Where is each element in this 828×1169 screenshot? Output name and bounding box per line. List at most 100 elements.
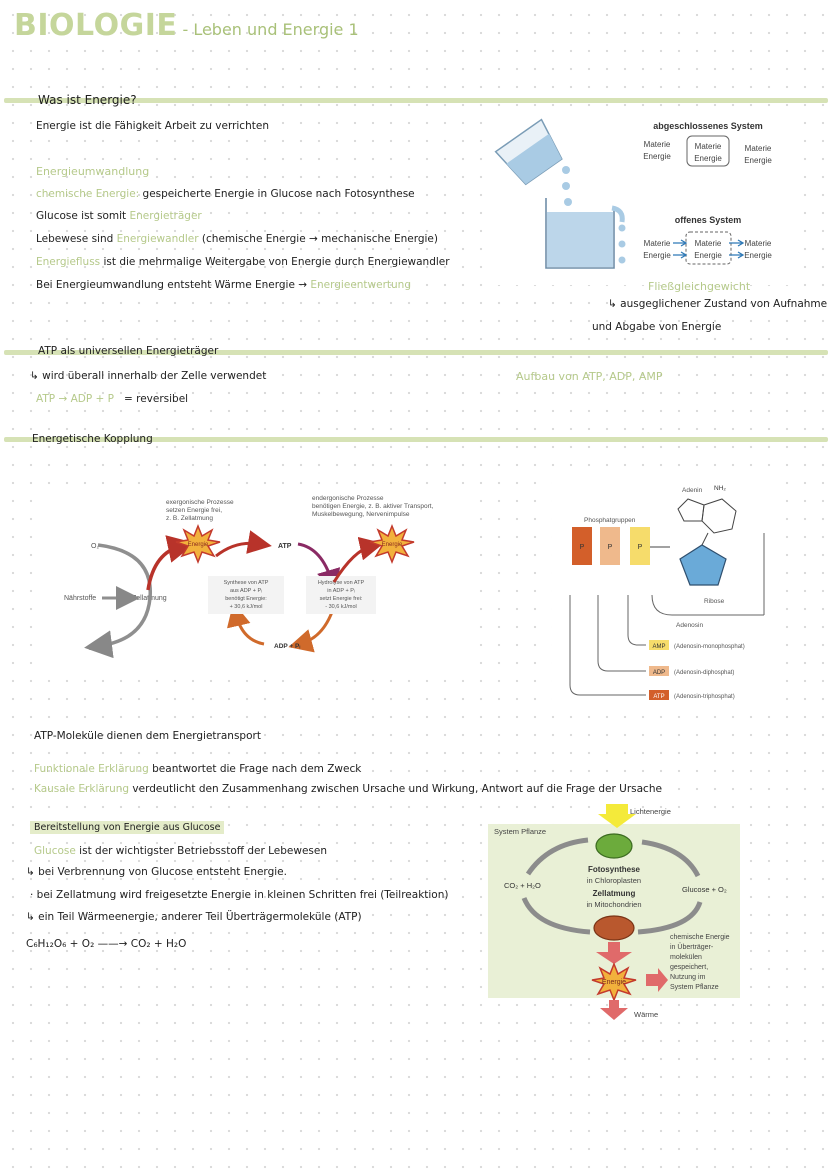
- hydrolyse-text: setzt Energie frei:: [320, 596, 363, 602]
- chem-energie-text: in Überträger-: [670, 943, 714, 951]
- exergon-text: setzen Energie frei,: [166, 507, 222, 514]
- waerme-label: Wärme: [634, 1010, 658, 1019]
- synthese-text: + 30,6 kJ/mol: [230, 604, 263, 610]
- label-energie: Energie: [643, 152, 671, 161]
- exergon-text: z. B. Zellatmung: [166, 515, 213, 522]
- note-line: Kausale Erklärung verdeutlicht den Zusam…: [34, 783, 662, 795]
- label-materie: Materie: [644, 239, 671, 248]
- chloroplasten-label: in Chloroplasten: [587, 876, 641, 885]
- glucose-line-2: ↳ bei Verbrennung von Glucose entsteht E…: [26, 866, 287, 878]
- section-heading-atp: ATP als universellen Energieträger: [38, 345, 219, 357]
- atp-tag: ATP: [653, 694, 664, 700]
- note-line: Glucose ist somit Energieträger: [36, 210, 202, 222]
- energy-burst-icon: [369, 523, 415, 565]
- atp-formula-line: ATP → ADP + P = reversibel: [36, 393, 188, 405]
- note-line: chemische Energie: gespeicherte Energie …: [36, 188, 415, 200]
- energie-label: Energie: [602, 979, 626, 986]
- note-text: Bei Energieumwandlung entsteht Wärme Ene…: [36, 279, 311, 291]
- note-line: Energiefluss ist die mehrmalige Weiterga…: [36, 256, 450, 268]
- phosphat-label: Phosphatgruppen: [584, 517, 636, 524]
- synthese-text: benötigt Energie:: [225, 596, 267, 602]
- energie-label: Energie: [188, 542, 209, 548]
- highlight-term: chemische Energie:: [36, 188, 140, 200]
- mitochondrien-label: in Mitochondrien: [586, 900, 641, 909]
- atp-formula: ATP → ADP + P: [36, 393, 114, 405]
- atp-structure-figure: Adenin NH₂ Phosphatgruppen P P P Ribose …: [552, 475, 782, 705]
- adp-tag: ADP: [653, 670, 665, 676]
- naehrstoffe-label: Nährstoffe: [64, 595, 96, 602]
- chem-energie-text: gespeichert,: [670, 964, 708, 971]
- highlight-term: Funktionale Erklärung: [34, 763, 149, 775]
- section-heading-energie: Was ist Energie?: [38, 93, 137, 107]
- highlight-term: Glucose: [34, 845, 76, 857]
- energy-burst-icon: [175, 523, 221, 565]
- fliess-line-1: ↳ ausgeglichener Zustand von Aufnahme: [608, 298, 828, 310]
- open-system-title: offenes System: [675, 215, 742, 225]
- lichtenergie-label: Lichtenergie: [630, 807, 671, 816]
- page-subtitle: - Leben und Energie 1: [182, 20, 359, 39]
- synthese-text: aus ADP + Pᵢ: [230, 588, 262, 594]
- note-text: gespeicherte Energie in Glucose nach Fot…: [139, 188, 415, 200]
- ribose-label: Ribose: [704, 598, 725, 605]
- atp-desc: (Adenosin-triphosphat): [674, 694, 735, 700]
- note-text: beantwortet die Frage nach dem Zweck: [148, 763, 362, 775]
- glucose-label: Glucose + O₂: [682, 885, 727, 894]
- note-text: ist der wichtigster Betriebsstoff der Le…: [75, 845, 327, 857]
- highlight-term: Energieträger: [129, 210, 202, 222]
- section-divider: [4, 350, 828, 355]
- exergon-text: exergonische Prozesse: [166, 499, 234, 506]
- label-materie: Materie: [695, 239, 722, 248]
- hydrolyse-text: in ADP + Pᵢ: [327, 588, 355, 594]
- note-text: Glucose ist somit: [36, 210, 130, 222]
- note-text: ist die mehrmalige Weitergabe von Energi…: [100, 256, 450, 268]
- light-arrow-icon: [598, 804, 636, 828]
- system-pflanze-label: System Pflanze: [494, 827, 546, 836]
- hydrolyse-text: - 30,6 kJ/mol: [325, 604, 356, 610]
- highlight-term: Energieentwertung: [310, 279, 412, 291]
- glucose-line-4: ↳ ein Teil Wärmeenergie, anderer Teil Üb…: [26, 911, 362, 923]
- note-text: Lebewese sind: [36, 233, 117, 245]
- label-materie: Materie: [695, 142, 722, 151]
- adp-desc: (Adenosin-diphosphat): [674, 670, 734, 676]
- adenin-label: Adenin: [682, 487, 703, 494]
- chloroplast-icon: [595, 833, 633, 859]
- chem-energie-text: chemische Energie: [670, 934, 730, 941]
- co2-h2o-label: CO₂ + H₂O: [504, 881, 541, 890]
- svg-text:P: P: [580, 544, 585, 551]
- hydrolyse-text: Hydrolyse von ATP: [318, 580, 365, 586]
- note-text: (chemische Energie → mechanische Energie…: [198, 233, 438, 245]
- svg-text:P: P: [608, 544, 613, 551]
- glucose-line-3: · bei Zellatmung wird freigesetzte Energ…: [30, 889, 449, 901]
- label-energie: Energie: [694, 251, 722, 260]
- note-line: Funktionale Erklärung beantwortet die Fr…: [34, 763, 361, 775]
- adp-label: ADP + Pᵢ: [274, 643, 300, 650]
- adenosin-label: Adenosin: [676, 622, 703, 629]
- highlight-term: Energiefluss: [36, 256, 101, 268]
- mitochondrion-icon: [593, 915, 635, 941]
- highlight-term: Energiewandler: [116, 233, 199, 245]
- atp-transport-line: ATP-Moleküle dienen dem Energietransport: [34, 730, 261, 742]
- chem-energie-text: molekülen: [670, 954, 702, 961]
- section-heading-kopplung: Energetische Kopplung: [32, 433, 153, 445]
- label-energie: Energie: [744, 251, 772, 260]
- endergon-text: Muskelbewegung, Nervenimpulse: [312, 511, 410, 518]
- label-materie: Materie: [745, 239, 772, 248]
- aufbau-label: Aufbau von ATP, ADP, AMP: [516, 370, 663, 383]
- atp-formula-note: = reversibel: [124, 393, 189, 405]
- endergon-text: endergonische Prozesse: [312, 495, 384, 502]
- coupling-figure: O₂ CO₂ Nährstoffe Zellatmung exergonisch…: [36, 490, 476, 670]
- energie-label: Energie: [382, 542, 403, 548]
- label-energie: Energie: [694, 154, 722, 163]
- fliess-line-2: und Abgabe von Energie: [592, 321, 722, 333]
- nh2-label: NH₂: [714, 485, 726, 492]
- page-title-block: BIOLOGIE - Leben und Energie 1: [14, 8, 359, 43]
- atp-label: ATP: [278, 543, 292, 550]
- note-line: Glucose ist der wichtigster Betriebsstof…: [34, 845, 327, 857]
- waerme-arrow-icon: [600, 1008, 628, 1020]
- amp-desc: (Adenosin-monophosphat): [674, 644, 745, 650]
- section-divider: [4, 437, 828, 442]
- label-energie: Energie: [744, 156, 772, 165]
- endergon-text: benötigen Energie, z. B. aktiver Transpo…: [312, 503, 434, 510]
- closed-system-title: abgeschlossenes System: [653, 121, 763, 131]
- label-materie: Materie: [644, 140, 671, 149]
